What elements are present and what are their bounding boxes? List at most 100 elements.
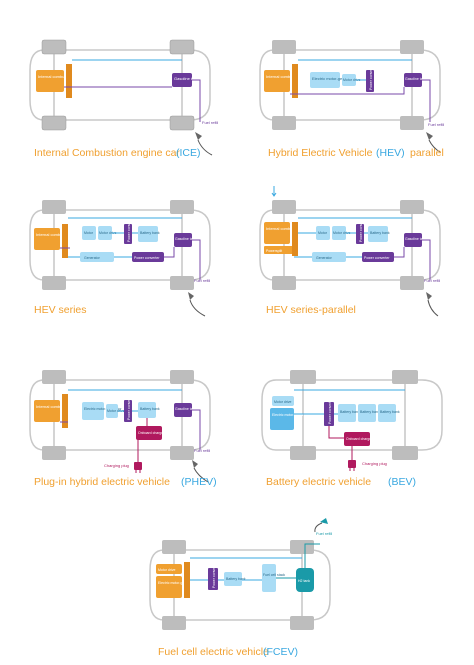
battery2-block — [358, 404, 376, 422]
drive-label: Motor drive — [343, 78, 361, 82]
drive-block — [342, 74, 356, 86]
motor-block — [82, 226, 96, 240]
caption-bev-text: Battery electric vehicle — [266, 476, 371, 488]
battery-block — [224, 572, 242, 586]
caption-fcev-abbr: (FCEV) — [263, 646, 298, 658]
wheel-rear-bottom — [392, 446, 418, 460]
engine-block — [34, 228, 60, 250]
tank-label: Gasoline tank — [175, 407, 197, 411]
transmission-block — [292, 64, 298, 98]
charger-label: Onboard charger — [346, 437, 373, 441]
drive-label: Motor drive — [333, 231, 351, 235]
refill-line — [422, 79, 431, 122]
panel-phev: Internal combustion engine Electric moto… — [29, 370, 211, 483]
battery1-label: Battery bank — [340, 410, 360, 414]
converter-block — [208, 568, 218, 590]
tank-block — [174, 233, 192, 247]
converter-label: Power converter — [212, 562, 216, 588]
refill-label: Fuel refill — [202, 120, 218, 125]
wheel-rear-bottom — [170, 276, 194, 290]
motor-block — [156, 576, 182, 598]
caption-phev-text: Plug-in hybrid electric vehicle — [34, 476, 170, 488]
converter-block — [356, 224, 364, 244]
caption-hev-parallel: Hybrid Electric Vehicle (HEV) parallel — [268, 147, 444, 159]
caption-hev-series-parallel: HEV series-parallel — [266, 304, 356, 316]
refill-label: Fuel refill — [424, 278, 440, 283]
transmission-block — [62, 394, 68, 428]
battery3-label: Battery bank — [380, 410, 400, 414]
split-block — [264, 246, 294, 254]
car-body-outline — [261, 379, 443, 451]
drive-block — [272, 396, 294, 406]
wheel-front-bottom — [42, 446, 66, 460]
wheel-front-top — [272, 200, 296, 214]
fuel-nozzle-icon — [426, 132, 433, 140]
battery-label: Battery bank — [370, 231, 390, 235]
h2-tank-label: H2 tank — [298, 579, 310, 583]
refill-label: Fuel refill — [194, 448, 210, 453]
wheel-rear-bottom — [290, 616, 314, 630]
caption-ice-abbr: (ICE) — [176, 147, 201, 159]
transmission-block — [66, 64, 72, 98]
drive-block — [156, 564, 182, 574]
battery-label: Battery bank — [226, 577, 246, 581]
generator-block — [312, 252, 346, 262]
motor-label: Electric motor-generator — [312, 76, 356, 81]
stack-block — [262, 564, 276, 592]
motor-label: Motor — [84, 231, 94, 235]
charger-block — [136, 426, 162, 440]
charging-plug-icon — [134, 462, 142, 473]
motor-block — [310, 72, 340, 88]
exhaust-arrow-icon — [271, 186, 277, 197]
transmission-block — [62, 224, 68, 258]
tank-block — [404, 73, 422, 87]
wheel-front-top — [42, 200, 66, 214]
wheel-rear-bottom — [400, 116, 424, 130]
caption-hev-series: HEV series — [34, 304, 87, 316]
transmission-block — [292, 222, 298, 256]
refill-label: Fuel refill — [428, 122, 444, 127]
wheel-front-top — [272, 40, 296, 54]
fuel-line — [290, 87, 405, 95]
drive-label: Motor drive — [158, 568, 176, 572]
battery-block — [138, 226, 158, 242]
fuel-line — [60, 247, 175, 258]
wheel-rear-top — [400, 40, 424, 54]
converter2-label: Power converter — [134, 256, 160, 260]
fuel-nozzle-icon — [192, 460, 198, 468]
plug-label: Charging plug — [104, 463, 129, 468]
hose-line — [193, 467, 209, 483]
engine-label: Internal combustion engine — [38, 74, 87, 79]
wheel-front-bottom — [162, 616, 186, 630]
wheel-rear-top — [400, 200, 424, 214]
transmission-block — [184, 562, 190, 598]
converter-block — [124, 400, 132, 422]
h2-hose-line — [314, 522, 323, 533]
h2-line — [276, 543, 320, 579]
wheel-rear-top — [170, 370, 194, 384]
battery-block — [368, 226, 388, 242]
wheel-rear-top — [290, 540, 314, 554]
fuel-line — [394, 247, 405, 258]
caption-hev-suffix: parallel — [410, 147, 444, 159]
caption-hev-abbr: (HEV) — [376, 147, 405, 159]
split-label: Powersplit — [266, 249, 282, 253]
converter-label: Power converter — [127, 394, 131, 420]
wheel-front-bottom — [272, 116, 296, 130]
refill-line — [192, 239, 201, 280]
motor-label: Electric motor-generator — [158, 581, 196, 585]
wheel-front-bottom — [42, 276, 66, 290]
wheel-front-top — [162, 540, 186, 554]
charging-plug-icon — [348, 460, 356, 471]
tank-label: Gasoline tank — [175, 237, 197, 241]
tank-block — [172, 73, 192, 87]
refill-line — [192, 409, 201, 450]
plug-label: Charging plug — [362, 461, 387, 466]
engine-label: Internal combustion engine — [36, 404, 85, 409]
motor-block — [270, 408, 294, 430]
hose-line — [428, 139, 441, 153]
charger-block — [344, 432, 370, 446]
engine-block — [264, 222, 290, 244]
wheel-rear-bottom — [400, 276, 424, 290]
converter-block — [324, 402, 334, 426]
